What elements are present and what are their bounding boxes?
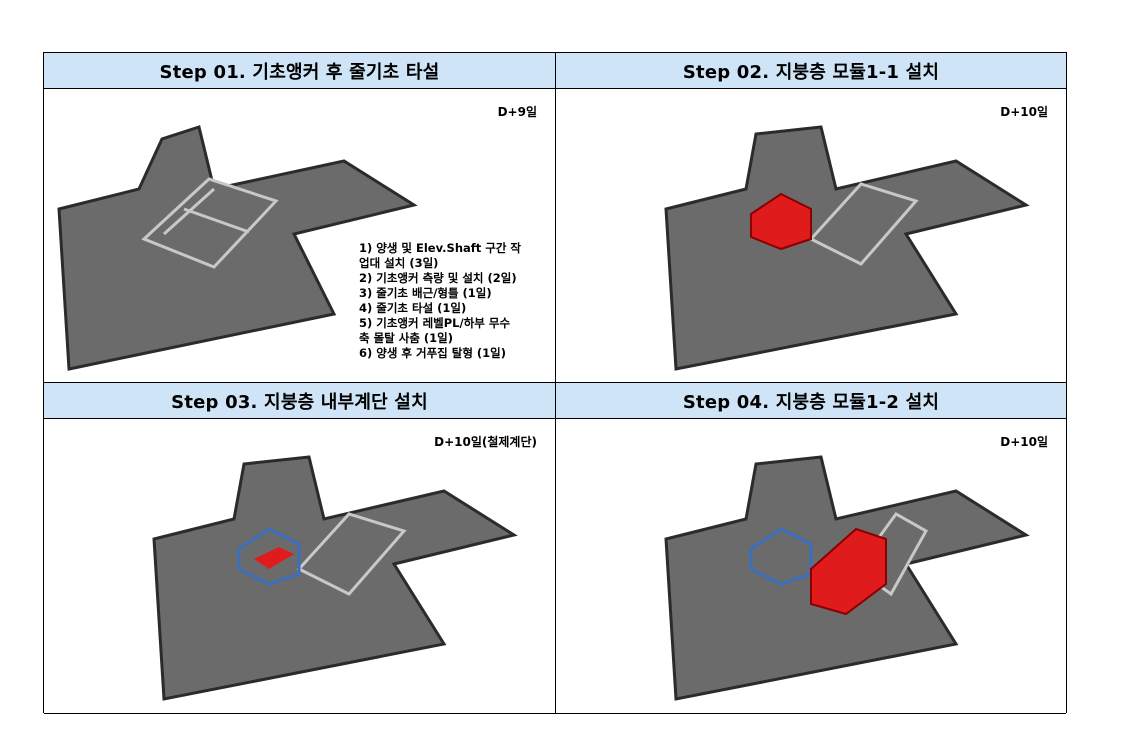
note-line: 1) 양생 및 Elev.Shaft 구간 작 xyxy=(359,241,522,255)
step-03-slab-drawing xyxy=(152,455,518,701)
stair-red xyxy=(254,547,294,569)
step-03-title: Step 03. 지붕층 내부계단 설치 xyxy=(171,391,428,413)
note-line: 6) 양생 후 거푸집 탈형 (1일) xyxy=(359,346,507,360)
step-03-cell: D+10일(철제계단) xyxy=(44,419,555,713)
note-line: 4) 줄기초 타설 (1일) xyxy=(359,301,467,315)
step-02-day: D+10일 xyxy=(1000,105,1048,119)
module-1-1-red xyxy=(750,192,812,251)
step-02-cell: D+10일 xyxy=(556,89,1066,382)
step-02-slab-drawing xyxy=(664,125,1030,371)
step-03-header: Step 03. 지붕층 내부계단 설치 xyxy=(44,383,555,419)
note-line: 5) 기초앵커 레벨PL/하부 무수 xyxy=(359,316,511,330)
step-04-slab-drawing xyxy=(664,455,1030,701)
step-04-title: Step 04. 지붕층 모듈1-2 설치 xyxy=(682,391,940,413)
row-divider xyxy=(44,382,1066,383)
module-1-2-red xyxy=(810,527,887,616)
column-divider xyxy=(555,53,556,714)
note-line: 축 몰탈 사춤 (1일) xyxy=(359,331,454,345)
step-04-day: D+10일 xyxy=(1000,435,1048,449)
stair-frame-blue xyxy=(237,527,301,586)
step-02-title: Step 02. 지붕층 모듈1-1 설치 xyxy=(682,61,940,83)
construction-steps-table: Step 01. 기초앵커 후 줄기초 타설 D+9일 1) 양생 및 Elev… xyxy=(43,52,1067,714)
step-01-notes: 1) 양생 및 Elev.Shaft 구간 작 업대 설치 (3일) 2) 기초… xyxy=(359,241,521,361)
step-04-header: Step 04. 지붕층 모듈1-2 설치 xyxy=(556,383,1066,419)
step-01-title: Step 01. 기초앵커 후 줄기초 타설 xyxy=(159,61,440,83)
note-line: 3) 줄기초 배근/형틀 (1일) xyxy=(359,286,492,300)
step-01-header: Step 01. 기초앵커 후 줄기초 타설 xyxy=(44,53,555,89)
step-04-cell: D+10일 xyxy=(556,419,1066,713)
note-line: 2) 기초앵커 측량 및 설치 (2일) xyxy=(359,271,517,285)
step-01-day: D+9일 xyxy=(497,105,537,119)
step-01-cell: D+9일 1) 양생 및 Elev.Shaft 구간 작 업대 설치 (3일) … xyxy=(44,89,555,382)
note-line: 업대 설치 (3일) xyxy=(359,256,439,270)
step-02-header: Step 02. 지붕층 모듈1-1 설치 xyxy=(556,53,1066,89)
step-01-slab-drawing xyxy=(57,125,418,371)
step-03-day: D+10일(철제계단) xyxy=(434,435,537,449)
table-bottom-border xyxy=(44,713,1066,714)
